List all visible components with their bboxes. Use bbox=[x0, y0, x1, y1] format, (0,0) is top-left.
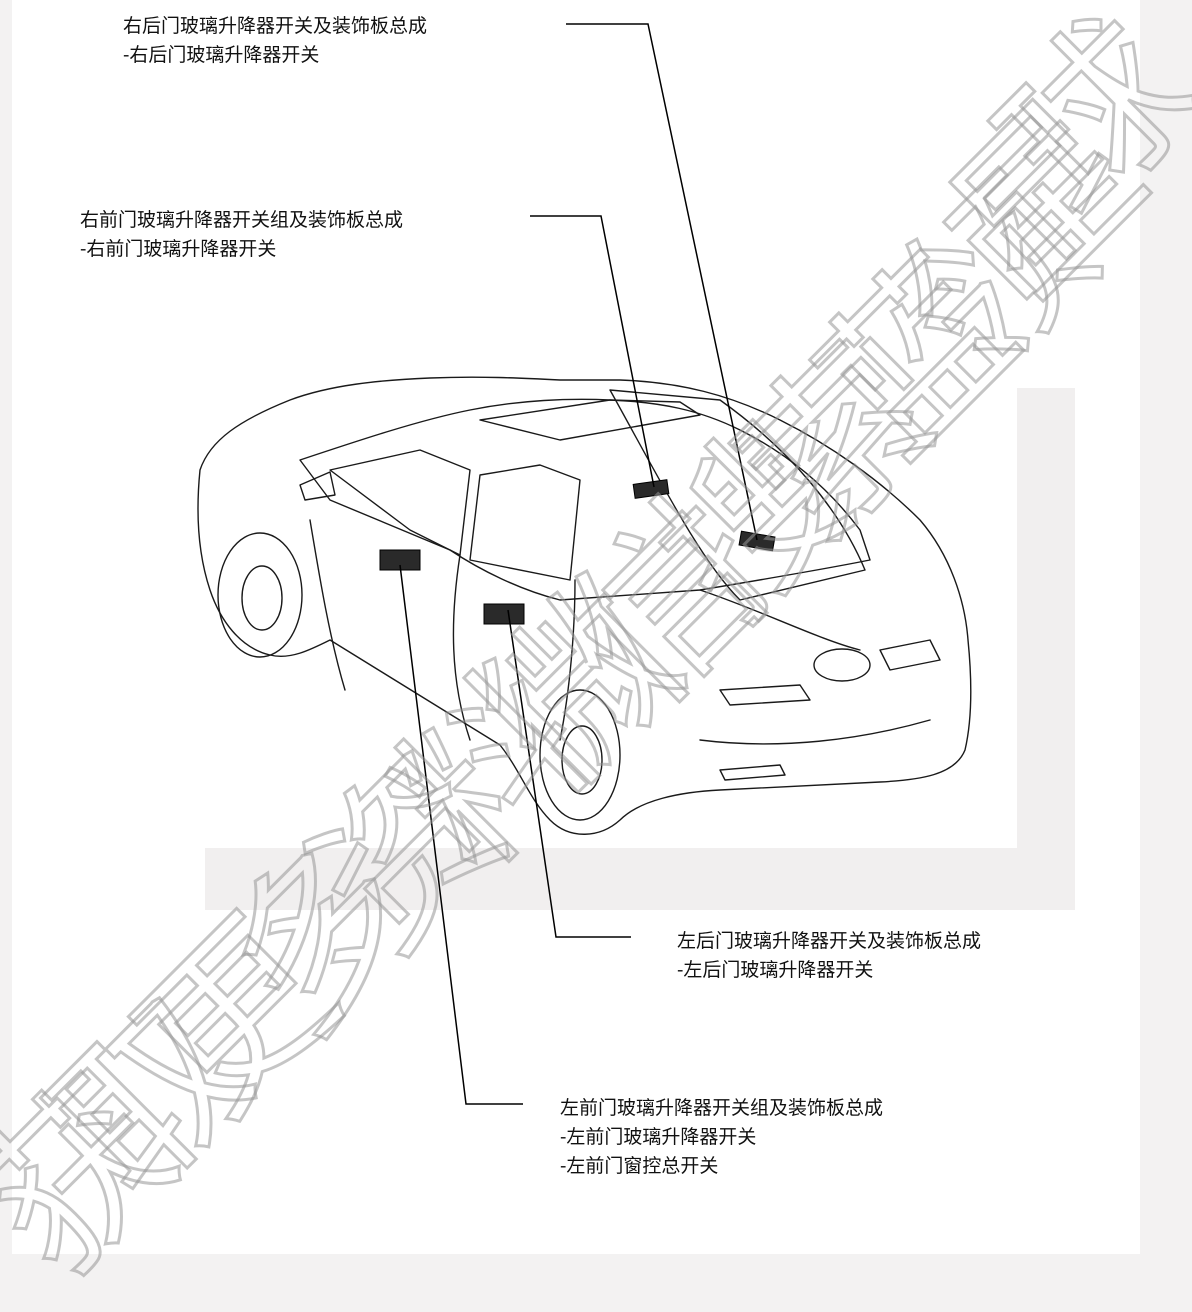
bumper bbox=[699, 719, 931, 745]
callout-front-left: 左前门玻璃升降器开关组及装饰板总成 -左前门玻璃升降器开关 -左前门窗控总开关 bbox=[560, 1094, 883, 1181]
rear-wheel bbox=[539, 689, 621, 821]
backdrop-bottom-bar bbox=[205, 848, 1075, 910]
leader-fr bbox=[530, 215, 655, 488]
callout-rear-right-item: -右后门玻璃升降器开关 bbox=[123, 44, 320, 66]
leader-rl bbox=[507, 609, 631, 938]
rear-window bbox=[609, 389, 866, 601]
callout-rear-left: 左后门玻璃升降器开关及装饰板总成 -左后门玻璃升降器开关 bbox=[677, 927, 981, 985]
car-diagram bbox=[197, 23, 972, 1105]
callout-front-right-item: -右前门玻璃升降器开关 bbox=[80, 238, 277, 260]
callout-front-right: 右前门玻璃升降器开关组及装饰板总成 -右前门玻璃升降器开关 bbox=[80, 206, 403, 264]
callout-rear-right-title: 右后门玻璃升降器开关及装饰板总成 bbox=[123, 15, 428, 37]
callout-rear-left-item: -左后门玻璃升降器开关 bbox=[677, 959, 874, 981]
side-window-rear bbox=[469, 464, 581, 581]
door-line bbox=[309, 519, 346, 691]
rear-wheel-hub bbox=[561, 725, 603, 795]
callout-front-left-title: 左前门玻璃升降器开关组及装饰板总成 bbox=[560, 1097, 884, 1119]
leader-rr bbox=[566, 23, 758, 541]
switch-rl bbox=[483, 603, 525, 625]
door-line-2 bbox=[452, 554, 471, 741]
tail-light-left bbox=[719, 684, 811, 706]
car-body-outline bbox=[197, 376, 972, 835]
page bbox=[12, 0, 1140, 1254]
callout-rear-right: 右后门玻璃升降器开关及装饰板总成 -右后门玻璃升降器开关 bbox=[123, 12, 427, 70]
trunk-line bbox=[699, 589, 861, 651]
backdrop-right-bar bbox=[1017, 388, 1075, 908]
front-wheel-hub bbox=[241, 565, 283, 631]
callout-front-right-title: 右前门玻璃升降器开关组及装饰板总成 bbox=[80, 209, 404, 231]
front-wheel bbox=[217, 532, 303, 658]
switch-fr bbox=[632, 479, 670, 499]
mirror bbox=[299, 471, 336, 501]
roof-outline bbox=[299, 398, 871, 601]
tail-light-right bbox=[879, 639, 941, 671]
door-line-3 bbox=[559, 579, 576, 741]
callout-front-left-item-1: -左前门玻璃升降器开关 bbox=[560, 1126, 757, 1148]
switch-rr bbox=[738, 530, 776, 552]
reflector bbox=[719, 764, 786, 781]
leader-fl bbox=[399, 564, 523, 1105]
side-window-front bbox=[329, 449, 471, 556]
rear-emblem bbox=[813, 648, 871, 682]
callout-front-left-item-2: -左前门窗控总开关 bbox=[560, 1155, 719, 1177]
callout-rear-left-title: 左后门玻璃升降器开关及装饰板总成 bbox=[677, 930, 982, 952]
sunroof bbox=[479, 399, 701, 441]
